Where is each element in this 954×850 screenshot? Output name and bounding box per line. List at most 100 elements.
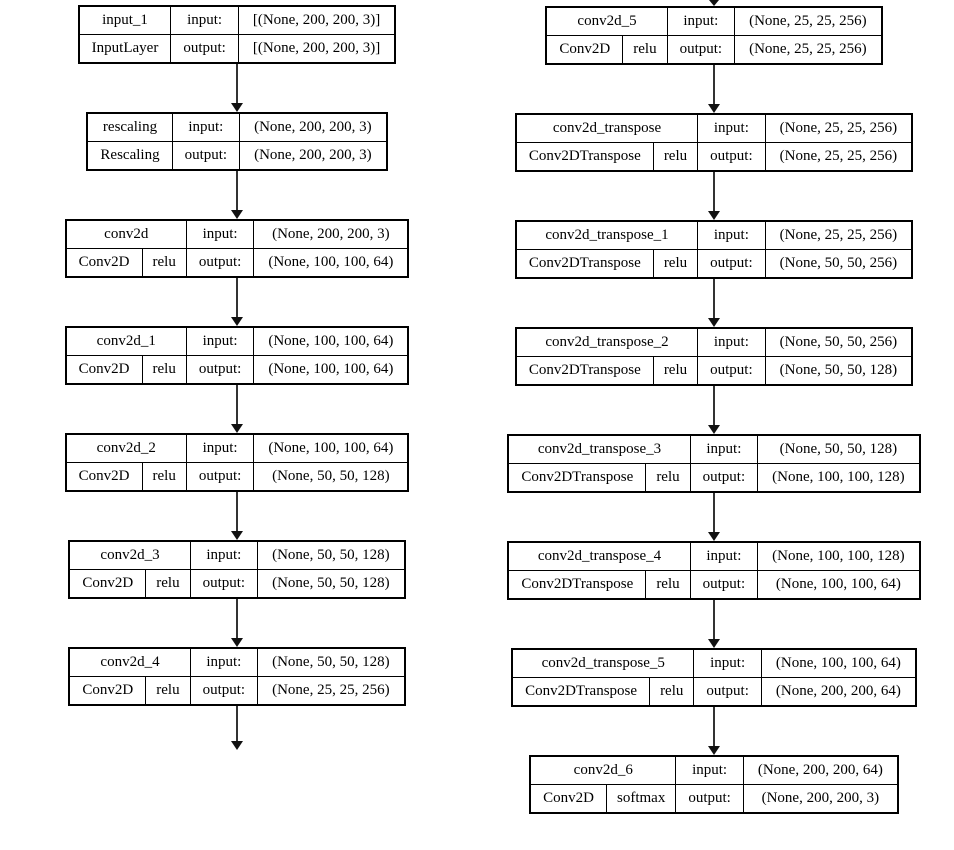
input-label: input: <box>185 433 255 463</box>
output-label: output: <box>689 463 759 493</box>
activation-label: relu <box>652 356 699 386</box>
input-shape: (None, 50, 50, 128) <box>757 434 921 464</box>
edge-arrow <box>231 492 243 540</box>
layer-name: conv2d_transpose_2 <box>515 327 699 357</box>
layer-node-conv2d-5: conv2d_5 input: (None, 25, 25, 256) Conv… <box>545 6 883 65</box>
arrow-head-icon <box>708 211 720 220</box>
output-label: output: <box>170 34 239 64</box>
input-shape: (None, 200, 200, 3) <box>253 219 409 249</box>
input-label: input: <box>693 648 762 678</box>
output-label: output: <box>666 35 736 65</box>
layer-class: Rescaling <box>86 141 173 171</box>
layer-node-conv2d-transpose-2: conv2d_transpose_2 input: (None, 50, 50,… <box>514 327 914 386</box>
input-shape: (None, 100, 100, 64) <box>253 326 409 356</box>
arrow-line <box>236 278 238 317</box>
input-shape: (None, 25, 25, 256) <box>764 113 913 143</box>
input-label: input: <box>697 327 766 357</box>
edge-arrow <box>231 385 243 433</box>
layer-name: conv2d_transpose_5 <box>511 648 695 678</box>
output-shape: (None, 200, 200, 3) <box>239 141 388 171</box>
edge-arrow <box>231 171 243 219</box>
output-shape: (None, 50, 50, 128) <box>764 356 913 386</box>
input-shape: (None, 50, 50, 256) <box>764 327 913 357</box>
input-shape: (None, 100, 100, 64) <box>760 648 917 678</box>
layer-class: Conv2DTranspose <box>507 570 647 600</box>
input-shape: (None, 100, 100, 64) <box>253 433 409 463</box>
arrow-line <box>236 64 238 103</box>
activation-label: relu <box>141 462 187 492</box>
arrow-head-icon <box>231 103 243 112</box>
layer-node-conv2d-2: conv2d_2 input: (None, 100, 100, 64) Con… <box>64 433 410 492</box>
arrow-head-icon <box>231 638 243 647</box>
layer-node-conv2d-transpose: conv2d_transpose input: (None, 25, 25, 2… <box>514 113 914 172</box>
arrow-line <box>236 492 238 531</box>
layer-name: rescaling <box>86 112 173 142</box>
layer-node-conv2d-6: conv2d_6 input: (None, 200, 200, 64) Con… <box>529 755 899 814</box>
arrow-head-icon <box>708 532 720 541</box>
layer-name: conv2d_5 <box>545 6 668 36</box>
layer-class: Conv2D <box>68 569 147 599</box>
layer-name: conv2d_transpose_3 <box>507 434 691 464</box>
output-label: output: <box>185 462 255 492</box>
arrow-head-icon <box>231 531 243 540</box>
activation-label: relu <box>649 677 695 707</box>
input-shape: (None, 100, 100, 128) <box>757 541 921 571</box>
activation-label: relu <box>622 35 668 65</box>
arrow-head-icon <box>708 746 720 755</box>
output-label: output: <box>675 784 744 814</box>
layer-node-conv2d-transpose-4: conv2d_transpose_4 input: (None, 100, 10… <box>507 541 921 600</box>
layer-name: input_1 <box>78 5 172 35</box>
edge-arrow <box>708 65 720 113</box>
layer-name: conv2d_6 <box>529 755 677 785</box>
edge-arrow <box>708 493 720 541</box>
output-shape: (None, 25, 25, 256) <box>764 142 913 172</box>
arrow-line <box>713 493 715 532</box>
arrow-line <box>713 279 715 318</box>
layer-node-conv2d-transpose-3: conv2d_transpose_3 input: (None, 50, 50,… <box>507 434 921 493</box>
layer-node-conv2d: conv2d input: (None, 200, 200, 3) Conv2D… <box>64 219 410 278</box>
activation-label: relu <box>652 142 699 172</box>
arrow-line <box>713 65 715 104</box>
activation-label: softmax <box>605 784 677 814</box>
output-label: output: <box>697 356 766 386</box>
layer-class: Conv2D <box>545 35 624 65</box>
arrow-head-icon <box>231 424 243 433</box>
layer-class: Conv2D <box>65 248 143 278</box>
activation-label: relu <box>645 463 691 493</box>
input-label: input: <box>189 647 259 677</box>
layer-class: Conv2DTranspose <box>507 463 647 493</box>
output-shape: (None, 100, 100, 64) <box>253 248 409 278</box>
arrow-head-icon <box>231 741 243 750</box>
input-shape: (None, 25, 25, 256) <box>764 220 913 250</box>
layer-node-conv2d-transpose-5: conv2d_transpose_5 input: (None, 100, 10… <box>511 648 917 707</box>
decoder-column: conv2d_5 input: (None, 25, 25, 256) Conv… <box>474 0 954 814</box>
layer-class: Conv2D <box>68 676 147 706</box>
layer-node-rescaling: rescaling input: (None, 200, 200, 3) Res… <box>86 112 388 171</box>
output-label: output: <box>697 142 766 172</box>
layer-node-conv2d-4: conv2d_4 input: (None, 50, 50, 128) Conv… <box>68 647 406 706</box>
input-shape: (None, 50, 50, 128) <box>257 540 406 570</box>
edge-arrow <box>231 599 243 647</box>
arrow-head-icon <box>709 0 719 6</box>
layer-class: Conv2D <box>65 355 143 385</box>
input-label: input: <box>666 6 736 36</box>
layer-name: conv2d_transpose_1 <box>515 220 699 250</box>
output-label: output: <box>185 248 255 278</box>
activation-label: relu <box>141 355 187 385</box>
layer-node-conv2d-3: conv2d_3 input: (None, 50, 50, 128) Conv… <box>68 540 406 599</box>
layer-node-conv2d-1: conv2d_1 input: (None, 100, 100, 64) Con… <box>64 326 410 385</box>
input-label: input: <box>697 220 766 250</box>
output-shape: (None, 50, 50, 128) <box>257 569 406 599</box>
output-shape: [(None, 200, 200, 3)] <box>237 34 396 64</box>
output-label: output: <box>189 569 259 599</box>
input-shape: (None, 200, 200, 64) <box>742 755 899 785</box>
input-shape: (None, 50, 50, 128) <box>257 647 406 677</box>
arrow-line <box>713 172 715 211</box>
arrow-head-icon <box>708 104 720 113</box>
edge-arrow <box>708 386 720 434</box>
input-label: input: <box>185 326 255 356</box>
output-shape: (None, 25, 25, 256) <box>734 35 883 65</box>
layer-name: conv2d_transpose_4 <box>507 541 691 571</box>
input-label: input: <box>171 112 241 142</box>
